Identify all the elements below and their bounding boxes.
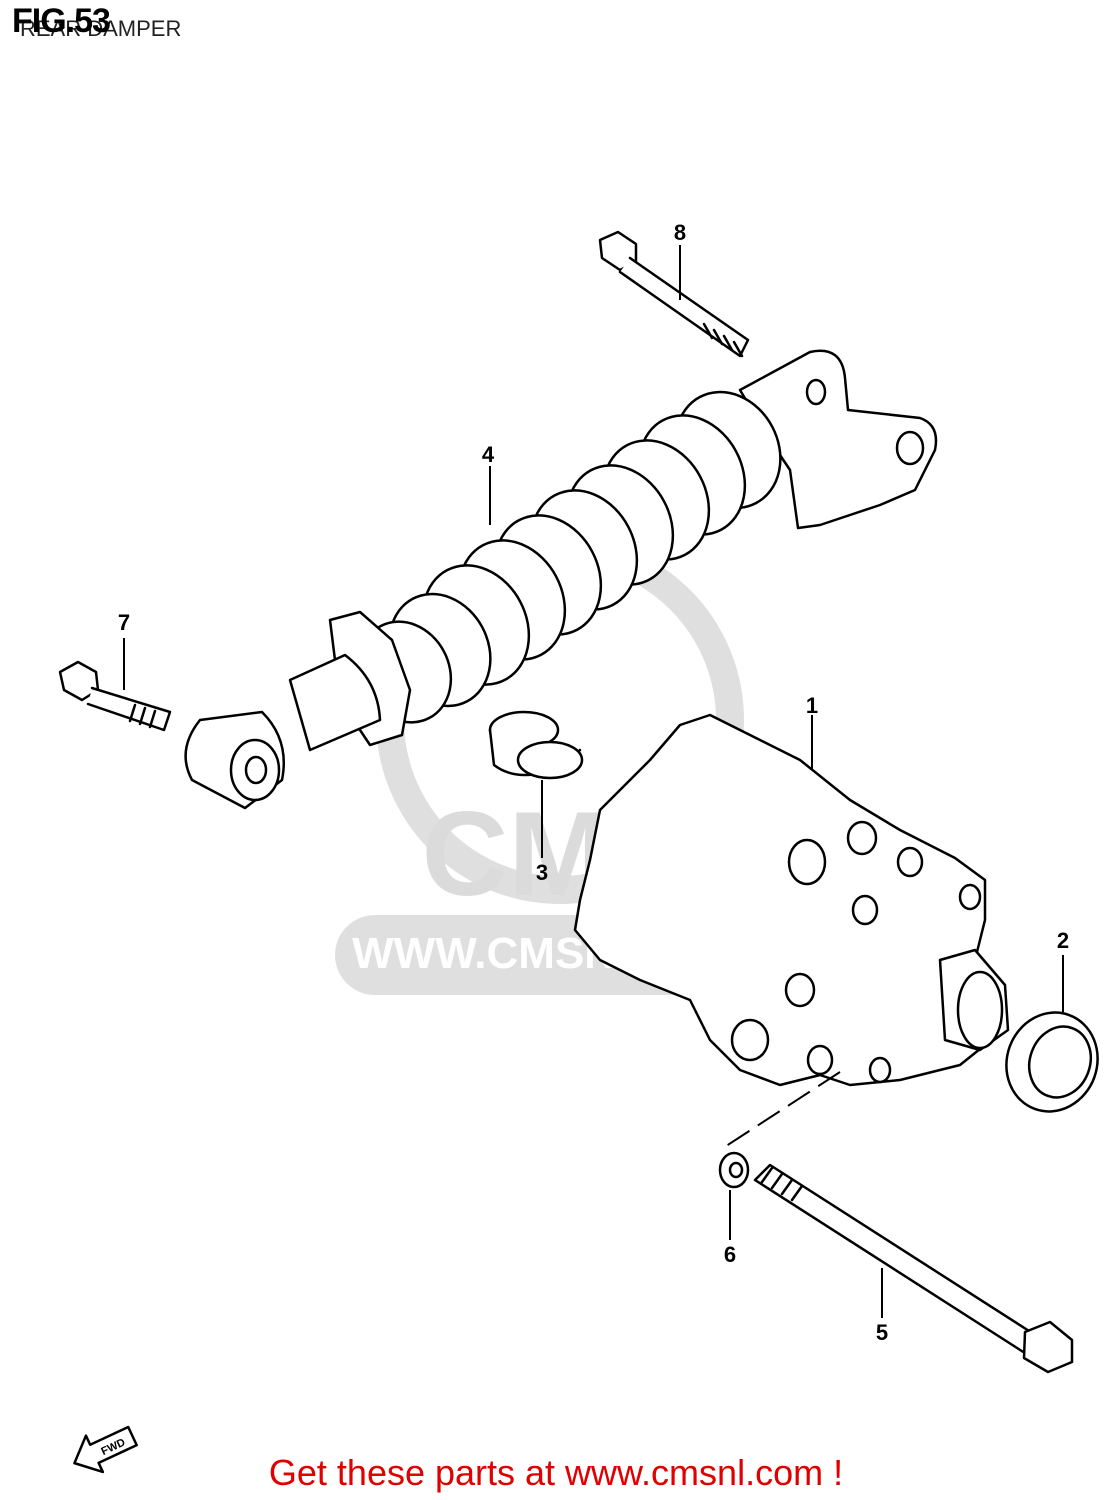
washer-6 bbox=[718, 1151, 750, 1189]
shock-absorber-4 bbox=[184, 349, 938, 810]
bolt-7 bbox=[58, 660, 172, 732]
damper-housing-1 bbox=[573, 713, 1010, 1087]
figure-title: FIG.53 bbox=[12, 2, 111, 40]
leader-lines bbox=[123, 245, 1064, 1318]
callout-5: 5 bbox=[876, 1320, 888, 1345]
callout-2: 2 bbox=[1057, 928, 1069, 953]
callout-6: 6 bbox=[724, 1242, 736, 1267]
callout-1: 1 bbox=[806, 693, 818, 718]
bolt-8 bbox=[598, 230, 750, 358]
bushing-3 bbox=[488, 710, 584, 780]
bolt-5 bbox=[753, 1163, 1074, 1374]
callout-7: 7 bbox=[118, 610, 130, 635]
seal-2 bbox=[1005, 1011, 1099, 1113]
footer-link-text[interactable]: Get these parts at www.cmsnl.com ! bbox=[268, 1452, 844, 1493]
callout-4: 4 bbox=[482, 442, 495, 467]
callout-8: 8 bbox=[674, 220, 686, 245]
figure-subtitle: REAR DAMPER bbox=[20, 16, 182, 41]
fwd-arrow-icon: FWD bbox=[73, 1425, 138, 1474]
callout-3: 3 bbox=[536, 860, 548, 885]
